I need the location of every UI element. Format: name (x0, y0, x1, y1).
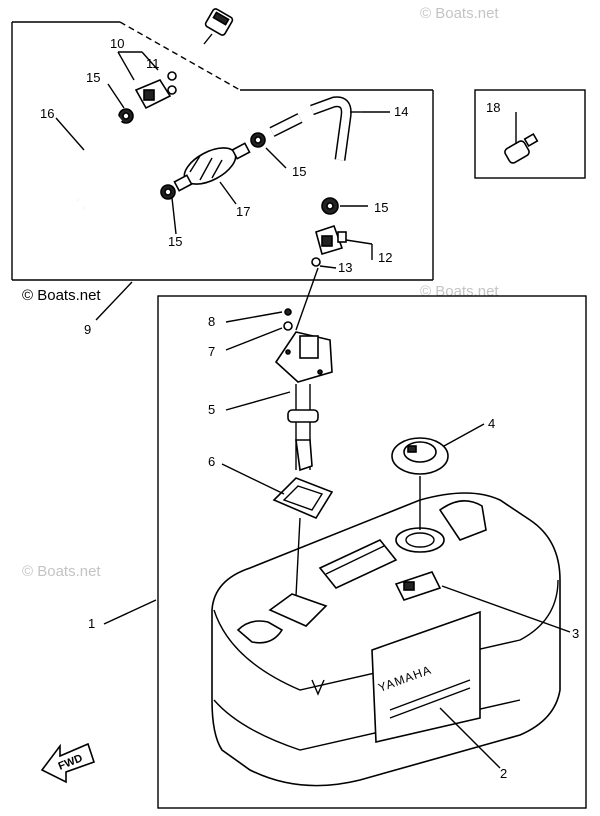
callout-1: 1 (88, 616, 95, 631)
primer-bulb-17 (173, 142, 251, 192)
watermark-left: © Boats.net (22, 563, 101, 580)
engine-side-connector-part (134, 79, 177, 110)
top-connector-part (167, 8, 234, 81)
callout-15-left: 15 (86, 70, 100, 85)
callout-18: 18 (486, 100, 500, 115)
watermark-top-right: © Boats.net (420, 5, 499, 22)
callout-7: 7 (208, 344, 215, 359)
fwd-direction-arrow: FWD (40, 742, 96, 784)
callout-15-right: 15 (374, 200, 388, 215)
part-18-frame (474, 89, 586, 179)
callout-2: 2 (500, 766, 507, 781)
washer-7 (283, 321, 293, 331)
callout-6: 6 (208, 454, 215, 469)
callout-4: 4 (488, 416, 495, 431)
tank-side-connector-12 (311, 224, 347, 267)
gasket-6 (272, 477, 334, 520)
callout-14: 14 (394, 104, 408, 119)
watermark-mid-right: © Boats.net (420, 283, 499, 300)
callout-15-bottom: 15 (168, 234, 182, 249)
callout-9: 9 (84, 322, 91, 337)
callout-13: 13 (338, 260, 352, 275)
callout-3: 3 (572, 626, 579, 641)
callout-labels: 10 11 15 16 14 15 17 15 15 12 13 9 18 8 … (40, 36, 579, 781)
fuel-tank-1: YAMAHA (211, 492, 561, 787)
tank-assembly-frame (157, 295, 587, 809)
callout-16: 16 (40, 106, 54, 121)
fuel-hose-14 (269, 96, 352, 161)
watermarks: © Boats.net © Boats.net © Boats.net © Bo… (22, 5, 499, 580)
fuel-gauge-pickup-5 (274, 331, 333, 472)
callout-11: 11 (146, 56, 160, 71)
washer-8 (284, 308, 292, 316)
hose-clamps (118, 108, 339, 215)
filler-cap-4 (391, 437, 449, 475)
callout-5: 5 (208, 402, 215, 417)
leader-lines (55, 51, 571, 769)
fuel-line-assembly-frame (11, 21, 434, 281)
watermark-upper-left: © Boats.net (22, 287, 101, 304)
callout-15-mid: 15 (292, 164, 306, 179)
callout-17: 17 (236, 204, 250, 219)
assembly-lines (295, 267, 421, 597)
callout-12: 12 (378, 250, 392, 265)
part-18-fitting (504, 132, 539, 164)
fuel-hose-16 (61, 115, 164, 221)
callout-8: 8 (208, 314, 215, 329)
callout-10: 10 (110, 36, 124, 51)
